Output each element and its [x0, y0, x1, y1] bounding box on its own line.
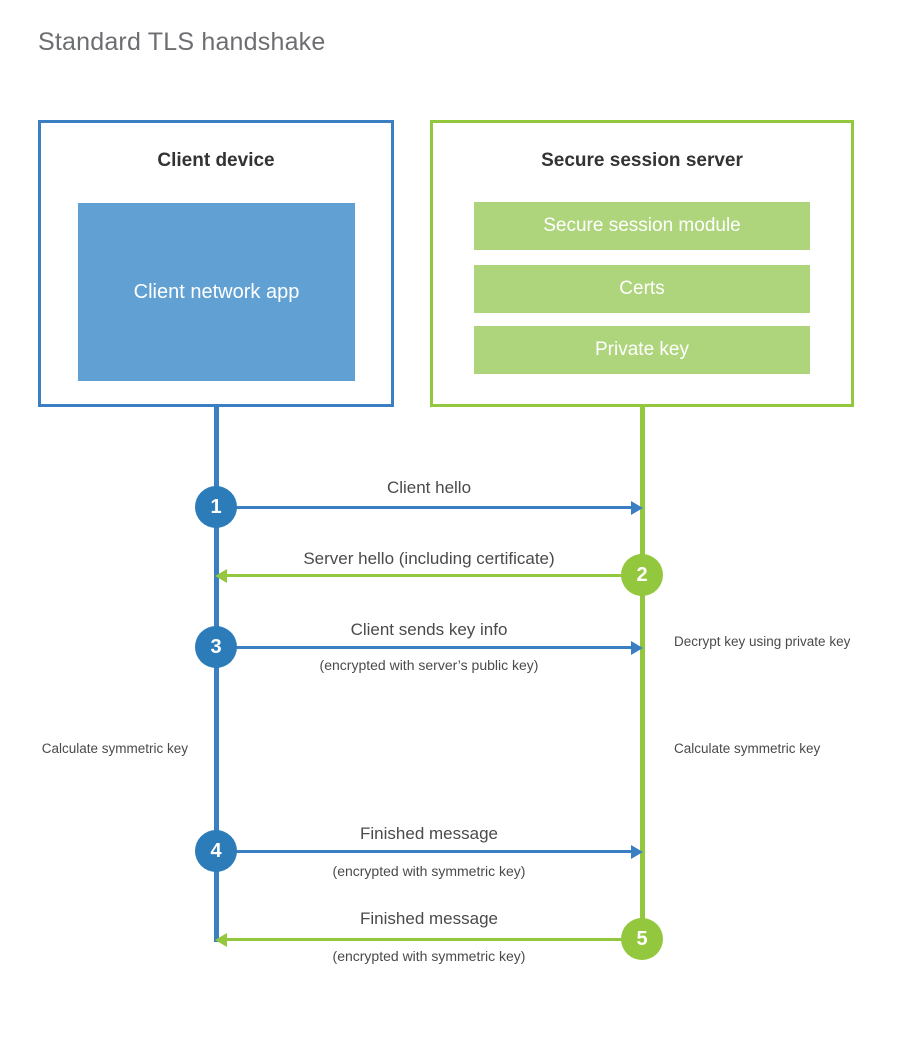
step-4-label: Finished message — [360, 824, 498, 843]
step-5-arrow — [215, 932, 632, 947]
client-network-app-label: Client network app — [133, 281, 300, 303]
client-device-title: Client device — [157, 150, 275, 171]
step-4-arrow — [216, 844, 643, 859]
step-5-sublabel: (encrypted with symmetric key) — [332, 948, 526, 964]
arrow-head-left-icon — [215, 932, 227, 947]
step-1-marker: 1 — [195, 486, 237, 528]
client-network-app-box: Client network app — [78, 203, 355, 381]
arrow-head-right-icon — [631, 640, 643, 655]
step-2-label: Server hello (including certificate) — [303, 549, 555, 568]
step-5-label: Finished message — [360, 909, 498, 928]
step-1-arrow — [216, 500, 643, 515]
arrow-head-right-icon — [631, 500, 643, 515]
secure-session-server-title: Secure session server — [541, 150, 743, 171]
server-component-label: Private key — [595, 339, 689, 360]
step-3-arrow — [216, 640, 643, 655]
step-4-sublabel: (encrypted with symmetric key) — [332, 863, 526, 879]
server-component-certs: Certs — [474, 265, 810, 313]
step-5-marker: 5 — [621, 918, 663, 960]
client-calculate-symmetric-key-note: Calculate symmetric key — [41, 741, 188, 756]
server-component-secure-session-module: Secure session module — [474, 202, 810, 250]
server-decrypt-note: Decrypt key using private key — [674, 634, 851, 649]
secure-session-server-panel: Secure session server Secure session mod… — [430, 120, 854, 407]
server-component-label: Certs — [619, 278, 665, 299]
server-component-label: Secure session module — [543, 215, 741, 236]
step-1-label: Client hello — [386, 478, 472, 497]
server-lifeline — [640, 404, 645, 942]
server-component-private-key: Private key — [474, 326, 810, 374]
step-3-marker: 3 — [195, 626, 237, 668]
step-2-arrow — [215, 568, 632, 583]
arrow-head-right-icon — [631, 844, 643, 859]
step-4-marker: 4 — [195, 830, 237, 872]
arrow-head-left-icon — [215, 568, 227, 583]
step-3-sublabel: (encrypted with server’s public key) — [319, 657, 539, 673]
client-lifeline — [214, 404, 219, 942]
page-title: Standard TLS handshake — [38, 28, 326, 56]
step-3-label: Client sends key info — [350, 620, 508, 639]
step-2-marker: 2 — [621, 554, 663, 596]
server-calculate-symmetric-key-note: Calculate symmetric key — [674, 741, 821, 756]
client-device-panel: Client device Client network app — [38, 120, 394, 407]
